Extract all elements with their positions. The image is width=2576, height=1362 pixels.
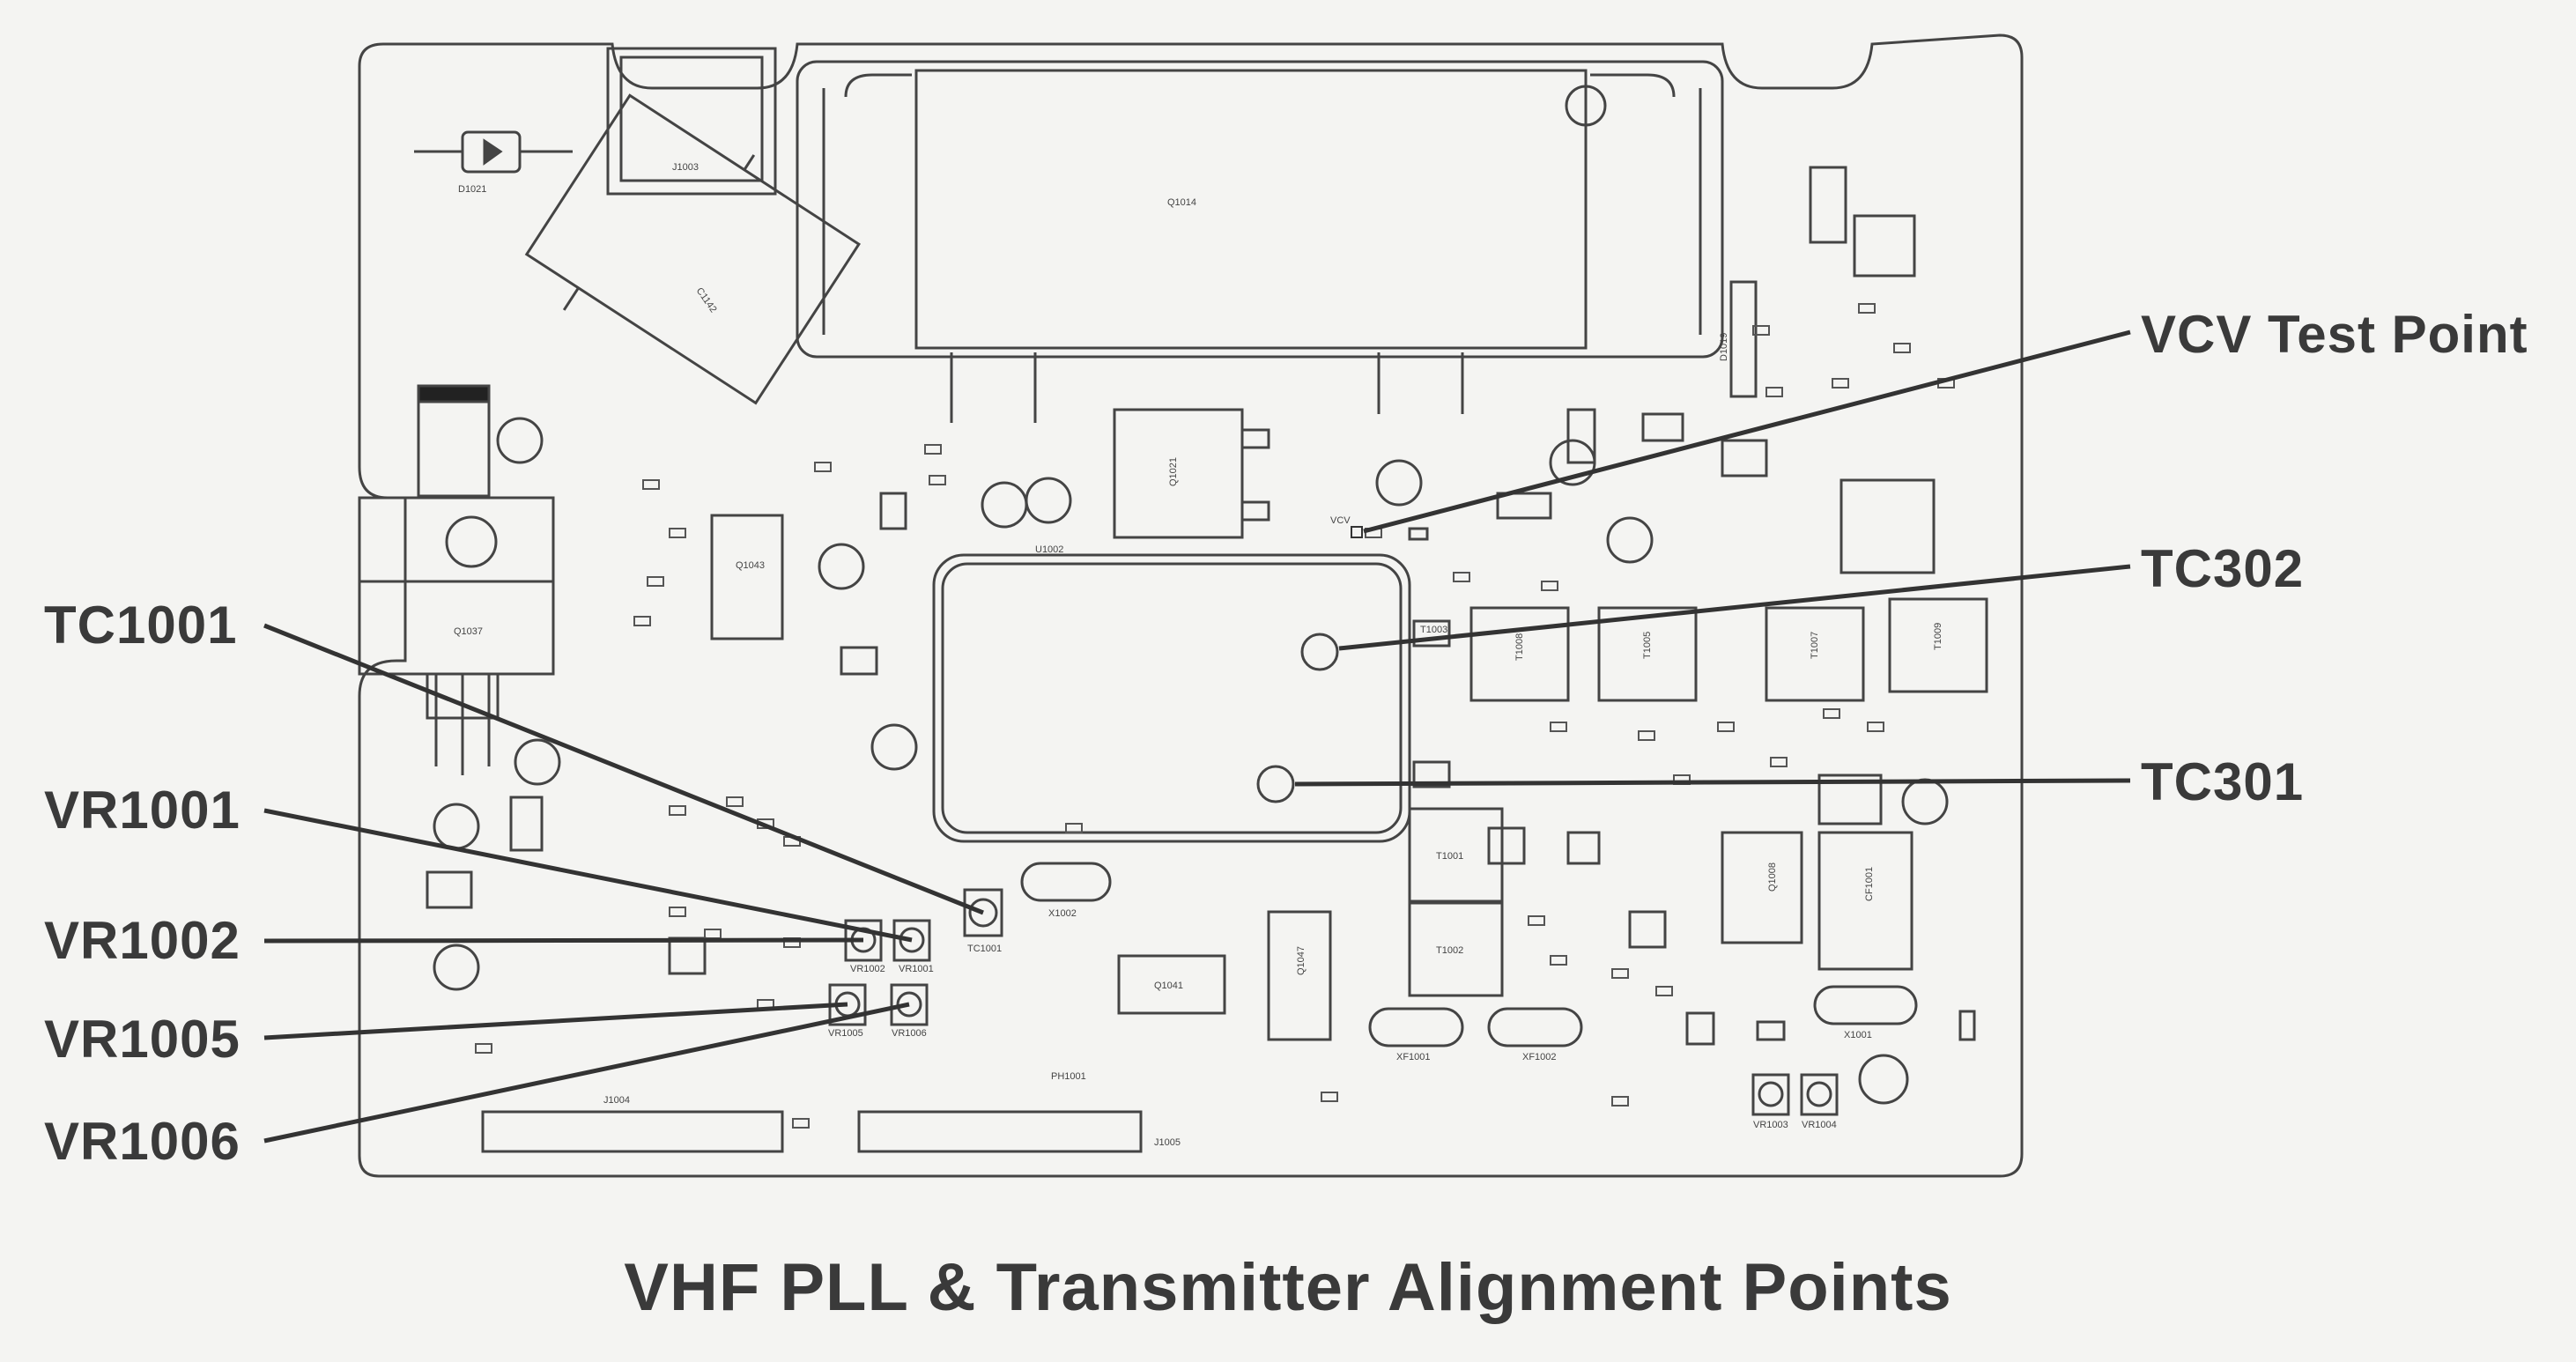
callout-tc1001: TC1001 <box>44 596 238 655</box>
callout-vr1002: VR1002 <box>44 911 241 970</box>
q1041-ic <box>1117 954 1226 1015</box>
leader-vr1005 <box>263 1002 848 1040</box>
pa-module-outer <box>796 60 1724 359</box>
cf1001-filter <box>1817 831 1913 971</box>
label-t1001: T1001 <box>1436 851 1463 862</box>
label-tc1001: TC1001 <box>967 944 1002 954</box>
xf1001-crystal <box>1368 1007 1464 1047</box>
label-xf1001: XF1001 <box>1396 1052 1431 1062</box>
label-vr1004: VR1004 <box>1802 1120 1837 1130</box>
t1006-coil <box>1839 478 1936 574</box>
label-q1014: Q1014 <box>1167 197 1196 208</box>
label-q1041: Q1041 <box>1154 981 1183 991</box>
j1005-connector <box>857 1110 1143 1153</box>
label-x1001: X1001 <box>1844 1030 1872 1040</box>
label-j1003: J1003 <box>672 162 699 173</box>
callout-vr1005: VR1005 <box>44 1010 241 1069</box>
label-ph1001: PH1001 <box>1051 1071 1086 1082</box>
q1008-ic <box>1721 831 1803 944</box>
vcv-test-pad <box>1351 526 1363 538</box>
t1009-coil <box>1888 597 1988 693</box>
leader-tc301 <box>1294 778 2131 787</box>
label-c1142: C1142 <box>694 286 719 315</box>
vr1003-trimmer <box>1751 1073 1790 1116</box>
leader-tc1001 <box>263 623 984 915</box>
label-t1007: T1007 <box>1810 632 1820 659</box>
tc302-trimmer-hole <box>1300 633 1339 671</box>
callout-vr1001: VR1001 <box>44 781 241 840</box>
j1003-connector <box>606 47 777 196</box>
u1002-module <box>941 562 1403 834</box>
q1037-regulator <box>358 496 555 676</box>
t1005-coil <box>1597 606 1698 702</box>
label-t1003: T1003 <box>1420 625 1447 635</box>
q1047-ic <box>1267 910 1332 1041</box>
label-q1037: Q1037 <box>454 626 483 637</box>
label-t1008: T1008 <box>1514 633 1525 661</box>
vr1001-trimmer <box>892 919 931 962</box>
label-q1047: Q1047 <box>1296 946 1307 975</box>
label-d1021: D1021 <box>458 184 486 195</box>
x1002-crystal <box>1020 862 1112 902</box>
leader-tc302 <box>1338 564 2131 651</box>
label-t1009: T1009 <box>1933 623 1943 650</box>
vr1004-trimmer <box>1800 1073 1839 1116</box>
label-t1002: T1002 <box>1436 945 1463 956</box>
callout-vcv-test-point: VCV Test Point <box>2141 305 2528 364</box>
label-t1005: T1005 <box>1642 632 1653 659</box>
tc301-trimmer-hole <box>1256 765 1295 803</box>
callout-tc301: TC301 <box>2141 752 2305 811</box>
label-vr1001: VR1001 <box>899 964 934 974</box>
t1001-coil <box>1408 807 1504 903</box>
q1021-transistor <box>1113 408 1244 539</box>
label-vr1005: VR1005 <box>828 1028 863 1039</box>
label-j1005: J1005 <box>1154 1137 1181 1148</box>
t1008-coil <box>1469 606 1570 702</box>
tc1001-trimmer <box>963 888 1003 937</box>
label-cf1001: CF1001 <box>1864 867 1875 901</box>
t1007-coil <box>1765 606 1865 702</box>
label-q1043: Q1043 <box>736 560 765 571</box>
label-xf1002: XF1002 <box>1522 1052 1557 1062</box>
t1002-coil <box>1408 901 1504 997</box>
leader-vr1002 <box>263 937 864 944</box>
label-vr1006: VR1006 <box>892 1028 927 1039</box>
label-u1002: U1002 <box>1035 544 1063 555</box>
figure-caption: VHF PLL & Transmitter Alignment Points <box>624 1250 1952 1325</box>
label-q1021: Q1021 <box>1168 457 1179 486</box>
callout-vr1006: VR1006 <box>44 1112 241 1171</box>
pa-module-body <box>914 69 1588 350</box>
callout-tc302: TC302 <box>2141 539 2305 598</box>
leader-vcv <box>1363 329 2131 534</box>
leader-vr1006 <box>263 1002 910 1144</box>
x1001-crystal <box>1813 985 1918 1025</box>
leader-vr1001 <box>263 808 913 943</box>
q1043-ic <box>710 514 784 640</box>
label-q1008: Q1008 <box>1767 862 1778 892</box>
label-x1002: X1002 <box>1048 908 1077 919</box>
label-j1004: J1004 <box>603 1095 630 1106</box>
c1142-capacitor <box>524 93 861 405</box>
xf1002-crystal <box>1487 1007 1583 1047</box>
label-vcv: VCV <box>1330 515 1351 526</box>
label-vr1003: VR1003 <box>1753 1120 1788 1130</box>
label-d1019: D1019 <box>1719 333 1729 361</box>
label-vr1002: VR1002 <box>850 964 885 974</box>
j1004-connector <box>481 1110 784 1153</box>
vr1006-trimmer <box>890 983 929 1026</box>
